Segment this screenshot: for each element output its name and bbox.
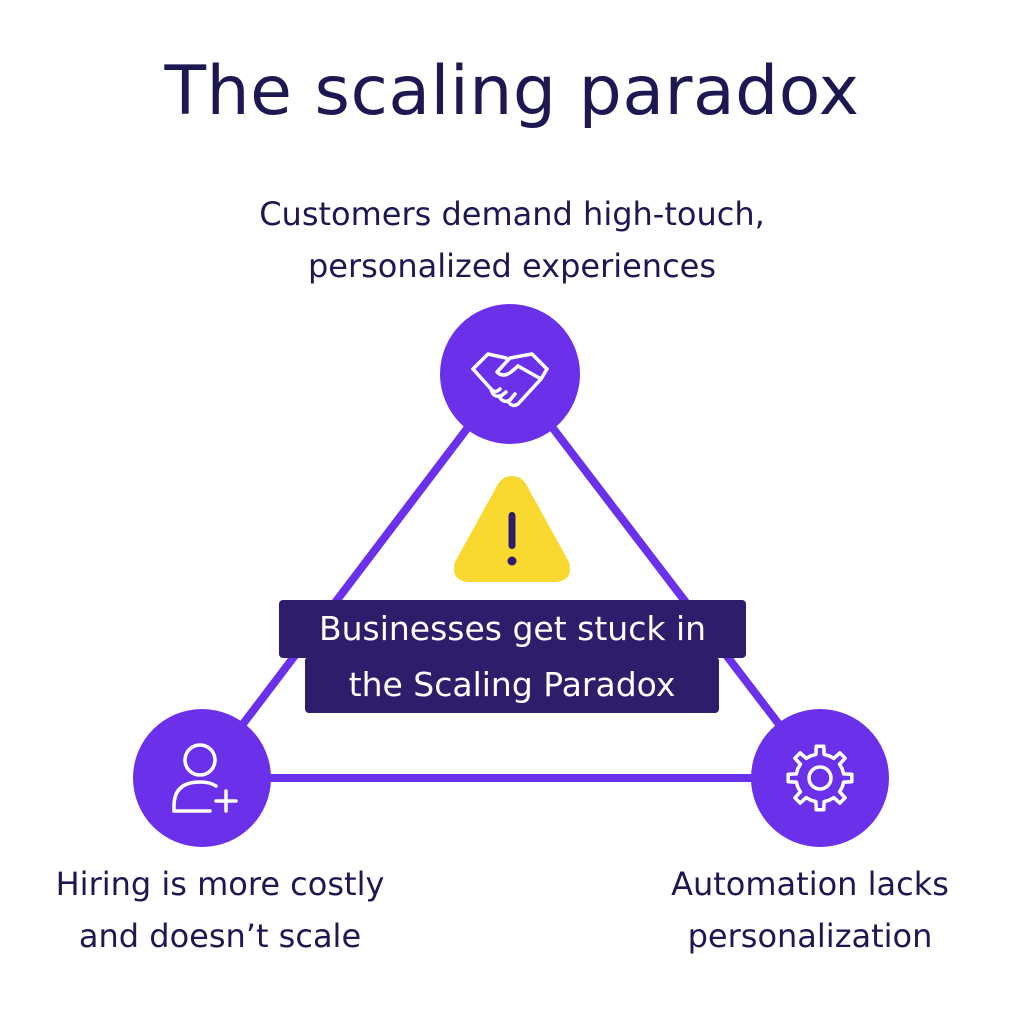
- right-caption-line2: personalization: [687, 917, 933, 955]
- page-title: The scaling paradox: [164, 52, 860, 131]
- triangle-edges: [198, 368, 824, 782]
- right-node: [751, 709, 889, 847]
- center-label-line2-box: the Scaling Paradox: [305, 657, 719, 713]
- edge-top-left: [198, 368, 514, 782]
- right-caption: Automation lacks personalization: [610, 858, 1010, 962]
- top-caption-line1: Customers demand high-touch,: [259, 195, 765, 233]
- top-node: [440, 304, 580, 444]
- label-background: [279, 600, 746, 658]
- add-user-icon: [172, 743, 238, 813]
- left-caption: Hiring is more costly and doesn’t scale: [20, 858, 420, 962]
- gear-icon: [786, 744, 854, 812]
- center-label-line2: the Scaling Paradox: [348, 665, 676, 704]
- top-caption-line2: personalized experiences: [307, 247, 717, 285]
- label-background: [305, 657, 719, 713]
- left-caption-line2: and doesn’t scale: [78, 917, 362, 955]
- top-caption: Customers demand high-touch, personalize…: [212, 188, 812, 292]
- center-label-line1-box: Businesses get stuck in: [279, 600, 746, 658]
- left-caption-line1: Hiring is more costly: [55, 865, 385, 903]
- warning-icon: [453, 476, 571, 582]
- left-node: [133, 709, 271, 847]
- handshake-icon: [471, 352, 549, 408]
- center-label-line1: Businesses get stuck in: [318, 609, 707, 648]
- right-caption-line1: Automation lacks: [671, 865, 949, 903]
- edge-top-right: [506, 368, 824, 782]
